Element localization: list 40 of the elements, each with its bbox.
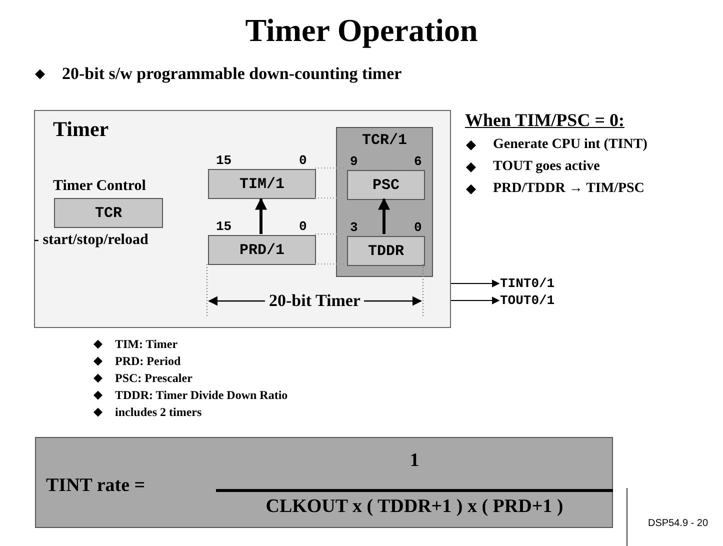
group-title: TCR/1 bbox=[360, 132, 408, 149]
register-caption: Timer Control bbox=[53, 178, 146, 195]
bit-number: 0 bbox=[299, 219, 307, 234]
subtitle: 20-bit s/w programmable down-counting timer bbox=[62, 64, 402, 84]
signal-name: TINT0/1 bbox=[500, 276, 562, 291]
signal-name: TOUT0/1 bbox=[500, 293, 562, 308]
formula-panel bbox=[35, 437, 613, 528]
register-group bbox=[336, 127, 433, 277]
formula-label: TINT rate = bbox=[46, 475, 146, 497]
bullet-text: Generate CPU int (TINT) bbox=[493, 137, 648, 153]
bullet-text: PRD/TDDR → TIM/PSC bbox=[493, 181, 644, 197]
bullet-text: TOUT goes active bbox=[493, 159, 600, 175]
section-heading: When TIM/PSC = 0: bbox=[465, 110, 624, 131]
register-box: PRD/1 bbox=[208, 235, 316, 265]
numerator: 1 bbox=[408, 450, 420, 472]
register-box: PSC bbox=[347, 170, 425, 200]
panel-title: Timer bbox=[53, 117, 109, 142]
bit-number: 3 bbox=[350, 220, 358, 235]
arrow bbox=[255, 198, 267, 234]
bit-number: 0 bbox=[299, 153, 307, 168]
bullet-text: includes 2 timers bbox=[115, 405, 202, 420]
register-box: TIM/1 bbox=[208, 169, 316, 199]
arrow bbox=[450, 280, 500, 288]
bit-number: 9 bbox=[350, 154, 358, 169]
register-box: TCR bbox=[54, 198, 163, 228]
bit-number: 0 bbox=[414, 220, 422, 235]
bullet-text: TIM: Timer bbox=[115, 337, 178, 352]
denominator: CLKOUT x ( TDDR+1 ) x ( PRD+1 ) bbox=[264, 496, 564, 518]
arrow bbox=[450, 296, 500, 304]
register-box: TDDR bbox=[347, 236, 425, 266]
bullet-text: PSC: Prescaler bbox=[115, 371, 192, 386]
bit-number: 6 bbox=[414, 154, 422, 169]
timer-panel bbox=[34, 110, 451, 328]
bullet-text: PRD: Period bbox=[115, 354, 181, 369]
arrow bbox=[378, 198, 390, 234]
bullet-text: TDDR: Timer Divide Down Ratio bbox=[115, 388, 288, 403]
slide-title: Timer Operation bbox=[244, 12, 479, 49]
bit-number: 15 bbox=[216, 219, 232, 234]
bit-number: 15 bbox=[216, 153, 232, 168]
slide-number: DSP54.9 - 20 bbox=[648, 518, 708, 529]
